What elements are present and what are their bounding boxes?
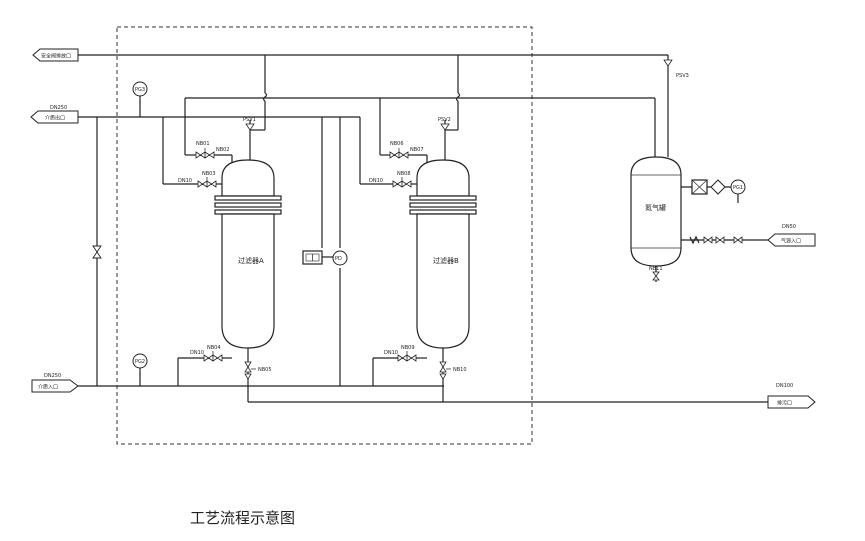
- regulator-icon[interactable]: [691, 179, 726, 195]
- valve-a-top2-label: NB02: [216, 147, 230, 153]
- valve-b-top[interactable]: NB06 NB07: [389, 141, 424, 159]
- diagram-caption: 工艺流程示意图: [189, 509, 295, 527]
- filter-b-vessel[interactable]: 过滤器B: [409, 159, 477, 349]
- valve-a-bot-label: DN10: [190, 350, 204, 356]
- valve-b-top-label: NB06: [390, 141, 404, 147]
- pg2-gauge[interactable]: PG2: [132, 353, 148, 369]
- gas-in-label: 气源入口: [781, 238, 801, 245]
- valve-a-side[interactable]: DN10 NB03: [178, 171, 217, 188]
- valve-b-drain-label: NB10: [453, 367, 467, 373]
- medium-in-label: 介质入口: [38, 384, 58, 391]
- valve-a-bot2-label: NB04: [207, 345, 221, 351]
- valve-a-side2-label: NB03: [202, 171, 216, 177]
- valve-b-side2-label: NB08: [397, 171, 411, 177]
- bypass-valve[interactable]: [92, 245, 102, 259]
- psv1-valve[interactable]: PSV1: [243, 117, 256, 160]
- pg1-gauge[interactable]: PG1: [730, 179, 746, 195]
- valve-b-bot2-label: NB09: [401, 345, 415, 351]
- pd-gauge[interactable]: PD: [302, 250, 348, 266]
- pg1-label: PG1: [733, 185, 743, 191]
- pg3-label: PG3: [135, 87, 145, 93]
- valve-b-bottom[interactable]: DN10 NB09: [384, 345, 417, 362]
- pg2-label: PG2: [135, 359, 145, 365]
- valve-a-top[interactable]: NB01 NB02: [195, 141, 230, 159]
- filter-a-vessel[interactable]: 过滤器A: [214, 159, 282, 349]
- pg3-gauge[interactable]: PG3: [132, 81, 148, 97]
- psv3-label: PSV3: [676, 73, 689, 79]
- tank-drain-valve[interactable]: NB11: [649, 266, 663, 281]
- psv3-valve[interactable]: PSV3: [663, 59, 689, 79]
- pd-label: PD: [335, 256, 342, 262]
- gas-in-size: DN50: [782, 224, 796, 230]
- filter-a-label: 过滤器A: [238, 256, 264, 265]
- valve-b-side[interactable]: DN10 NB08: [369, 171, 412, 188]
- valve-a-top-label: NB01: [196, 141, 210, 147]
- drain-size: DN100: [776, 383, 793, 389]
- valve-b-top2-label: NB07: [410, 147, 424, 153]
- safety-vent-port: 安全阀排放口: [32, 48, 79, 62]
- valve-b-drain[interactable]: NB10: [439, 361, 467, 380]
- safety-vent-label: 安全阀排放口: [41, 53, 71, 60]
- drain-port: DN100 排污口: [767, 383, 816, 409]
- nitrogen-tank[interactable]: 氮气罐: [630, 156, 682, 267]
- psv2-label: PSV2: [438, 117, 451, 123]
- medium-inlet-port: DN250 介质入口: [31, 373, 79, 393]
- psv2-valve[interactable]: PSV2: [438, 117, 451, 160]
- skid-boundary: [116, 26, 533, 445]
- gas-inlet-valves[interactable]: [689, 235, 743, 245]
- medium-outlet-port: DN250 介质出口: [30, 105, 79, 124]
- psv1-label: PSV1: [243, 117, 256, 123]
- drain-label: 排污口: [777, 400, 792, 407]
- filter-b-label: 过滤器B: [433, 256, 459, 265]
- gas-inlet-port: DN50 气源入口: [767, 224, 816, 247]
- gas-tank-label: 氮气罐: [645, 203, 666, 212]
- medium-out-size: DN250: [50, 105, 67, 111]
- valve-b-side-label: DN10: [369, 178, 383, 184]
- medium-in-size: DN250: [44, 373, 61, 379]
- medium-out-label: 介质出口: [45, 115, 65, 122]
- piping: [78, 54, 768, 403]
- valve-a-drain[interactable]: NB05: [244, 361, 272, 380]
- valve-a-bottom[interactable]: DN10 NB04: [190, 345, 223, 362]
- valve-a-drain-label: NB05: [258, 367, 272, 373]
- valve-b-bot-label: DN10: [384, 350, 398, 356]
- tank-drain-label: NB11: [649, 266, 663, 272]
- valve-a-side-label: DN10: [178, 178, 192, 184]
